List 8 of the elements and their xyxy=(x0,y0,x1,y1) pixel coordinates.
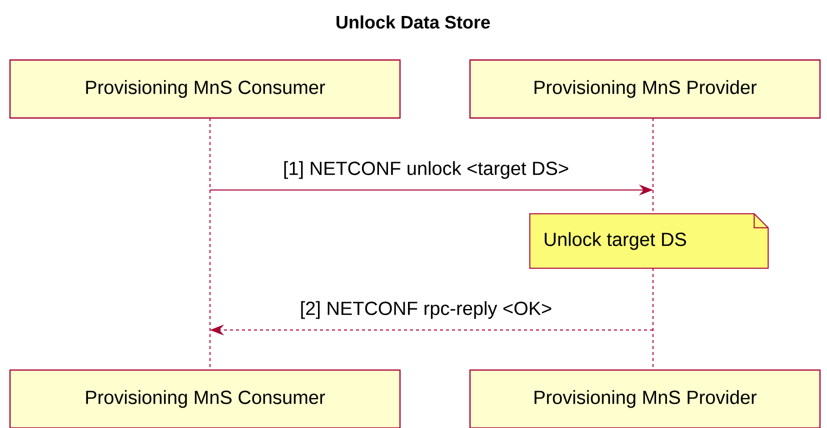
participant-box: Provisioning MnS Consumer xyxy=(9,59,401,119)
title: Unlock Data Store xyxy=(336,15,490,29)
note: Unlock target DS xyxy=(529,213,769,269)
message-label: [2] NETCONF rpc-reply <OK> xyxy=(301,301,552,319)
participant-box: Provisioning MnS Provider xyxy=(469,369,821,428)
participant-box: Provisioning MnS Provider xyxy=(469,59,821,119)
participant-box: Provisioning MnS Consumer xyxy=(9,369,401,428)
message-label: [1] NETCONF unlock <target DS> xyxy=(284,161,568,179)
